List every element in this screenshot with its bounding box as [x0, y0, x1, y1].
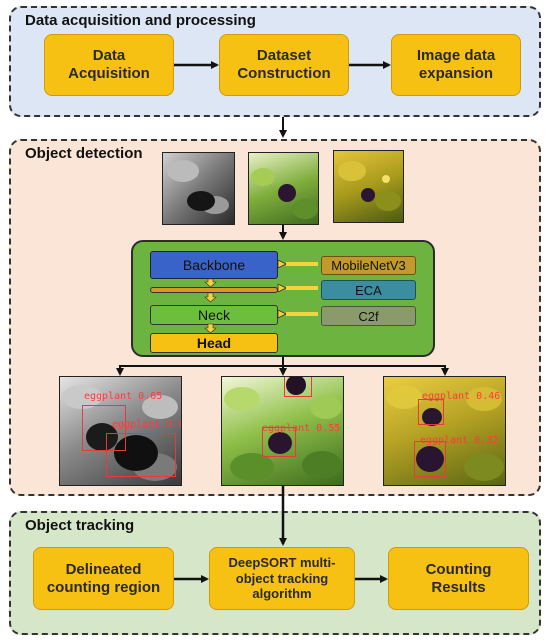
detection-box [262, 427, 296, 457]
detection-box [414, 441, 446, 477]
detection-label: eggplant 0.55 [262, 423, 341, 434]
panel-title: Data acquisition and processing [25, 12, 256, 29]
panel-title: Object tracking [25, 517, 135, 534]
counting-results-step: Counting Results [388, 547, 529, 610]
data-acquisition-step: Data Acquisition [44, 34, 174, 96]
mobilenet-block: MobileNetV3 [321, 256, 416, 275]
result-image-yellow: eggplant 0.46 eggplant 0.32 [383, 376, 506, 486]
arrow [204, 292, 217, 303]
detection-label: eggplant 0.46 [422, 391, 501, 402]
detection-box [82, 405, 126, 451]
result-image-color: eggplant 0.55 [221, 376, 344, 486]
dataset-construction-step: Dataset Construction [219, 34, 349, 96]
c2f-block: C2f [321, 306, 416, 326]
deepsort-tracking-step: DeepSORT multi- object tracking algorith… [209, 547, 355, 610]
eca-block: ECA [321, 280, 416, 300]
backbone-block: Backbone [150, 251, 278, 279]
arrow [204, 323, 217, 334]
detection-label: eggplant 0.69 [112, 419, 181, 430]
detection-label: eggplant 0.65 [84, 391, 163, 402]
input-image-yellow [333, 150, 404, 223]
detection-label: eggplant 0.32 [420, 435, 499, 446]
neck-block: Neck [150, 305, 278, 325]
connector-bar [150, 287, 278, 293]
panel-title: Object detection [25, 145, 143, 162]
detection-box [284, 377, 312, 397]
image-data-expansion-step: Image data expansion [391, 34, 521, 96]
detection-network: Backbone MobileNetV3 ECA Neck C2f Head [131, 240, 435, 357]
input-image-color [248, 152, 319, 225]
detection-box [106, 433, 176, 477]
detection-box [418, 399, 444, 425]
arrow [204, 278, 217, 288]
result-image-grayscale: eggplant 0.65 eggplant 0.69 [59, 376, 182, 486]
input-image-grayscale [162, 152, 235, 225]
head-block: Head [150, 333, 278, 353]
counting-region-step: Delineated counting region [33, 547, 174, 610]
